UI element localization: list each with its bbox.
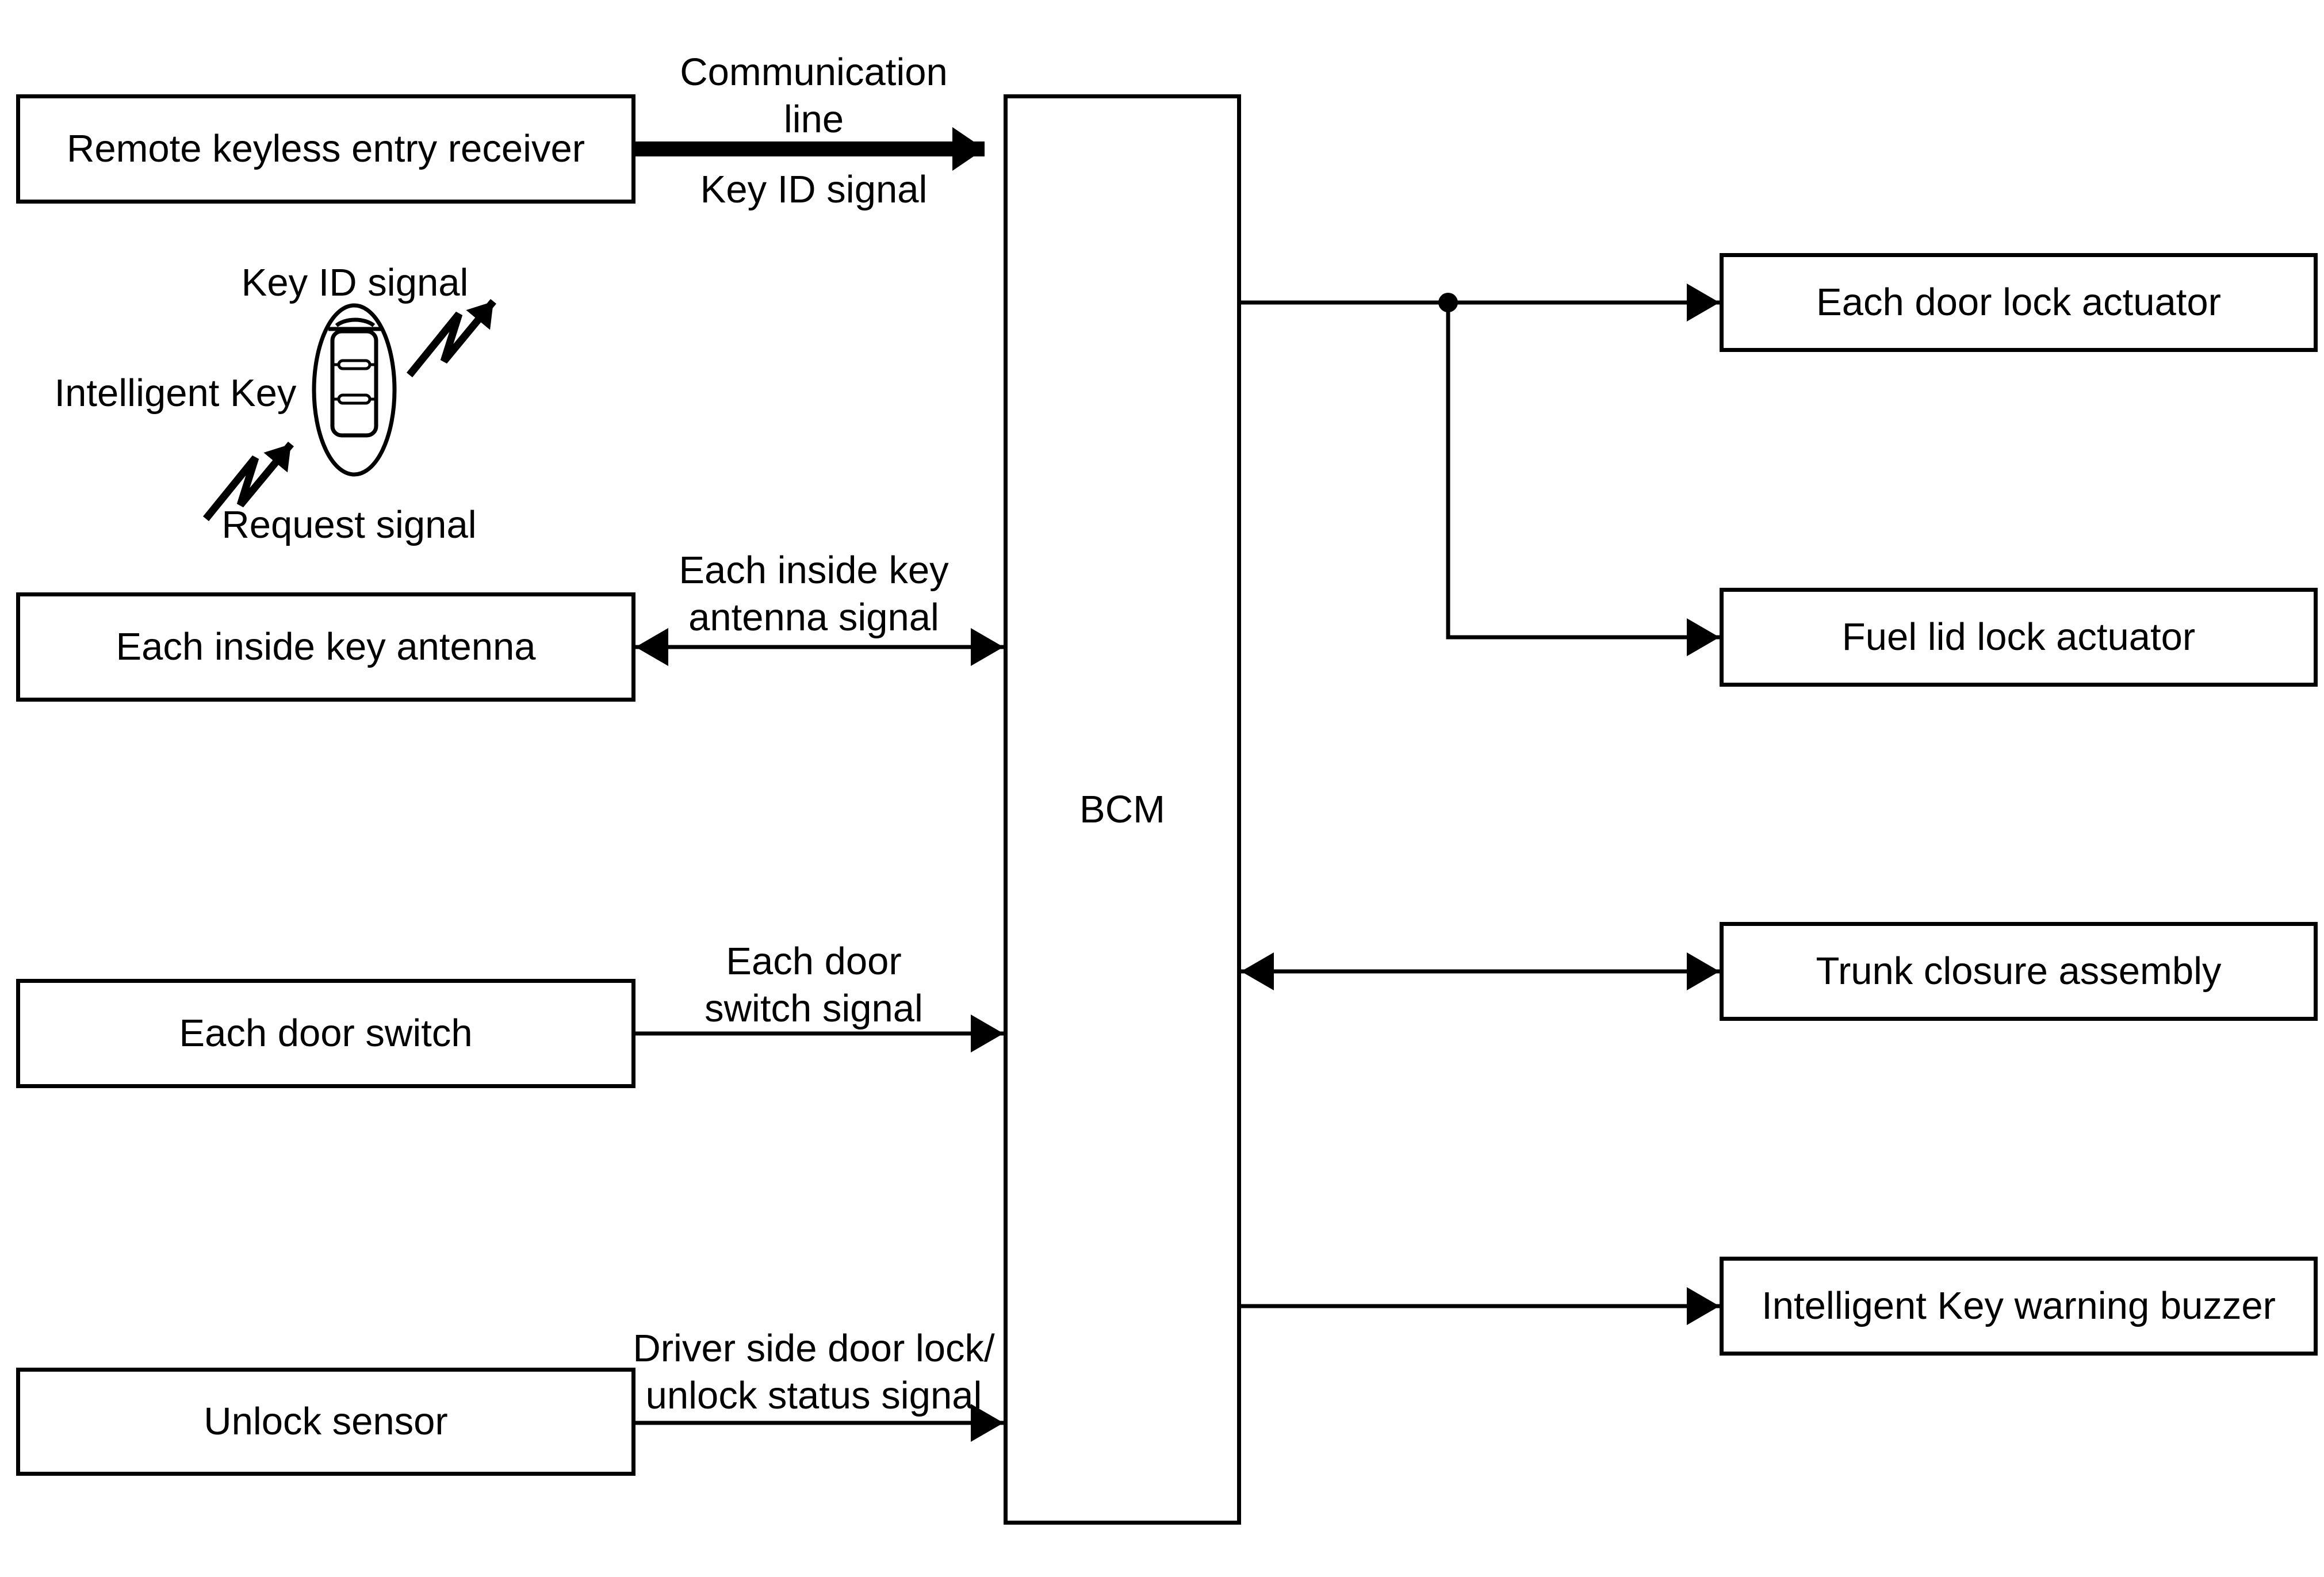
fuel-lid-actuator-branch-arrow xyxy=(1446,303,1720,656)
node-label: Each door switch xyxy=(179,1012,473,1055)
label-line: Each inside key xyxy=(679,549,949,592)
intelligent-key-icon xyxy=(312,303,397,477)
node-bcm: BCM xyxy=(1004,94,1241,1525)
label-request-signal: Request signal xyxy=(148,502,550,549)
node-label: Each inside key antenna xyxy=(116,625,536,668)
label-line: Key ID signal xyxy=(241,261,469,304)
label-line: Driver side door lock/ xyxy=(633,1327,995,1370)
node-label: Intelligent Key warning buzzer xyxy=(1762,1284,2276,1327)
node-label: Each door lock actuator xyxy=(1816,281,2221,324)
node-label: Fuel lid lock actuator xyxy=(1841,615,2196,659)
label-line: antenna signal xyxy=(688,596,939,639)
node-label: Trunk closure assembly xyxy=(1816,950,2222,993)
label-line: Communication xyxy=(680,51,948,94)
label-line: Intelligent Key xyxy=(54,372,297,415)
label-key-id-signal-to-bcm: Key ID signal xyxy=(555,166,1073,213)
label-inside-key-antenna-signal: Each inside key antenna signal xyxy=(555,547,1073,641)
node-remote-keyless-entry-receiver: Remote keyless entry receiver xyxy=(16,94,635,204)
label-line: Request signal xyxy=(221,503,477,546)
label-communication-line: Communication line xyxy=(555,49,1073,143)
label-fob-key-id-signal: Key ID signal xyxy=(154,259,556,307)
label-line: Key ID signal xyxy=(700,168,928,211)
label-line: line xyxy=(783,98,844,141)
label-line: switch signal xyxy=(705,987,923,1030)
node-label: Remote keyless entry receiver xyxy=(66,127,585,170)
label-driver-door-lock-unlock-status-signal: Driver side door lock/ unlock status sig… xyxy=(555,1325,1073,1419)
key-id-signal-zigzag-icon xyxy=(406,298,497,378)
label-intelligent-key: Intelligent Key xyxy=(0,370,377,417)
node-each-door-switch: Each door switch xyxy=(16,979,635,1088)
node-each-door-lock-actuator: Each door lock actuator xyxy=(1720,253,2318,352)
node-each-inside-key-antenna: Each inside key antenna xyxy=(16,592,635,702)
node-unlock-sensor: Unlock sensor xyxy=(16,1368,635,1476)
request-signal-zigzag-icon xyxy=(202,441,294,522)
node-label: BCM xyxy=(1079,787,1165,831)
label-door-switch-signal: Each door switch signal xyxy=(555,938,1073,1032)
node-intelligent-key-warning-buzzer: Intelligent Key warning buzzer xyxy=(1720,1257,2318,1356)
node-fuel-lid-lock-actuator: Fuel lid lock actuator xyxy=(1720,588,2318,687)
node-trunk-closure-assembly: Trunk closure assembly xyxy=(1720,922,2318,1021)
node-label: Unlock sensor xyxy=(204,1400,448,1443)
label-line: Each door xyxy=(726,940,902,983)
label-line: unlock status signal xyxy=(645,1374,982,1417)
